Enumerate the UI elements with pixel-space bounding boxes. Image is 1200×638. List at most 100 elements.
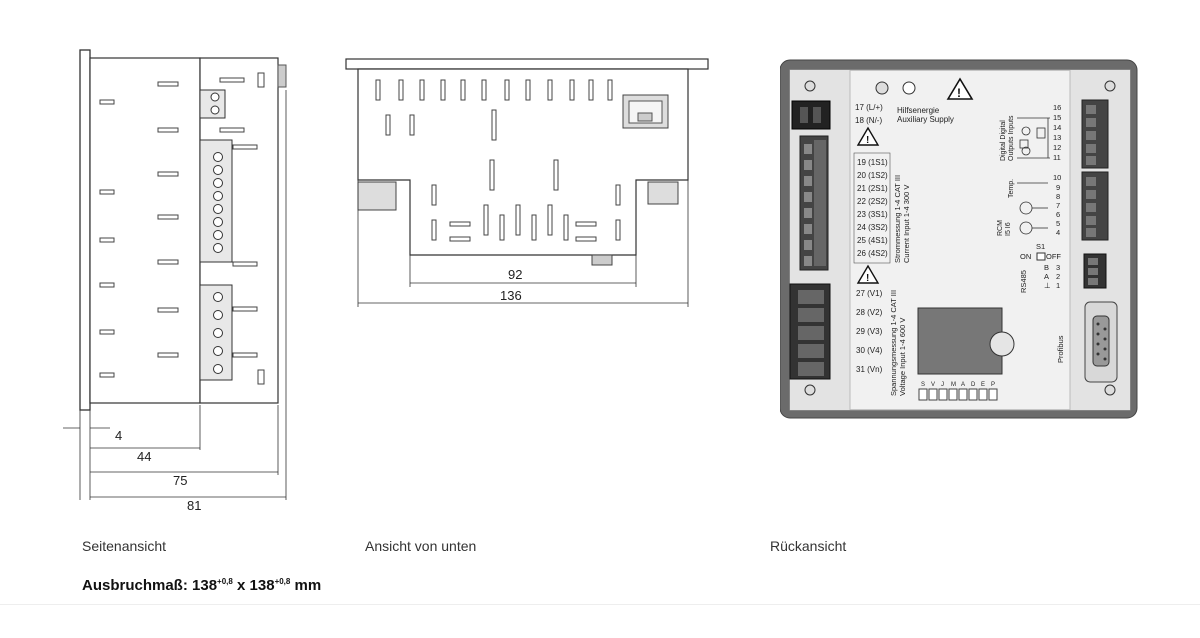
cutout-dimension: Ausbruchmaß: 138+0,8 x 138+0,8 mm — [82, 577, 322, 594]
svg-text:A: A — [961, 382, 965, 388]
dim-92: 92 — [508, 267, 522, 282]
dim-81: 81 — [187, 498, 201, 513]
voltage-input-connector — [789, 283, 831, 380]
digital-label-bottom: Outputs Inputs — [1008, 115, 1015, 161]
current-label-en: Current Input 1-4 300 V — [902, 185, 911, 263]
warning-icon — [946, 77, 974, 100]
rcm-label: RCM — [997, 220, 1004, 236]
rs485-connector — [1083, 253, 1107, 289]
bottom-front-frame — [345, 58, 709, 70]
dip-switch-row: S V J M A D E P — [918, 382, 998, 401]
side-housing — [89, 57, 201, 404]
aux-label-en: Auxiliary Supply — [897, 115, 954, 124]
caption-bottom-view: Ansicht von unten — [365, 538, 477, 554]
s1-switch — [1036, 252, 1046, 261]
svg-text:15: 15 — [1053, 113, 1061, 122]
current-input-connector — [799, 135, 829, 271]
bottom-ethernet-port — [622, 94, 669, 129]
svg-text:4: 4 — [1056, 228, 1060, 237]
svg-text:3: 3 — [1056, 263, 1060, 272]
current-terminal: 21 (2S1) — [857, 184, 888, 193]
svg-text:J: J — [941, 382, 944, 388]
side-view-drawing: 4 44 75 81 — [63, 49, 287, 513]
ground-icon — [902, 81, 916, 95]
profibus-label: Profibus — [1056, 335, 1065, 363]
s1-on-label: ON — [1020, 252, 1031, 261]
aux-supply-connector — [791, 100, 831, 130]
bottom-left-connector — [357, 181, 397, 211]
current-terminal: 24 (3S2) — [857, 223, 888, 232]
current-terminal: 22 (2S2) — [857, 197, 888, 206]
svg-text:P: P — [991, 382, 995, 388]
aux-terminal-18: 18 (N/-) — [855, 116, 882, 125]
back-view-drawing: ! ! ! 17 (L/+) 18 (N/-) Hilfsenergie Aux… — [780, 59, 1138, 419]
svg-text:1: 1 — [1056, 281, 1060, 290]
voltage-label-de: Spannungsmessung 1-4 CAT III — [889, 290, 898, 396]
divider — [0, 604, 1200, 605]
caption-back-view: Rückansicht — [770, 538, 847, 554]
side-terminal-block-1 — [199, 89, 226, 119]
temp-rcm-connector — [1081, 171, 1109, 241]
current-terminal: 23 (3S1) — [857, 210, 888, 219]
svg-text:2: 2 — [1056, 272, 1060, 281]
screw-icon — [875, 81, 889, 95]
voltage-terminal: 29 (V3) — [856, 327, 883, 336]
svg-text:⊥: ⊥ — [1044, 281, 1051, 290]
current-terminal: 20 (1S2) — [857, 171, 888, 180]
warning-icon — [856, 264, 880, 284]
voltage-terminal: 31 (Vn) — [856, 365, 883, 374]
voltage-terminal: 30 (V4) — [856, 346, 883, 355]
svg-text:13: 13 — [1053, 133, 1061, 142]
svg-text:S: S — [921, 382, 925, 388]
rs485-label: RS485 — [1019, 270, 1028, 293]
svg-text:!: ! — [957, 86, 961, 100]
current-terminal: 26 (4S2) — [857, 249, 888, 258]
current-label-de: Strommessung 1-4 CAT III — [893, 175, 902, 263]
svg-text:16: 16 — [1053, 103, 1061, 112]
voltage-terminal: 27 (V1) — [856, 289, 883, 298]
svg-text:A: A — [1044, 272, 1049, 281]
svg-text:M: M — [951, 382, 956, 388]
temp-label: Temp. — [1008, 179, 1015, 198]
svg-text:!: ! — [866, 273, 869, 284]
side-front-bezel — [79, 49, 91, 411]
svg-text:7: 7 — [1056, 201, 1060, 210]
svg-text:8: 8 — [1056, 192, 1060, 201]
svg-text:11: 11 — [1053, 153, 1061, 162]
digital-label-top: Digital Digital — [1000, 120, 1007, 161]
rcm-inputs-label: I5 I6 — [1005, 222, 1012, 236]
current-terminal: 19 (1S1) — [857, 158, 888, 167]
voltage-label-en: Voltage Input 1-4 600 V — [898, 318, 907, 396]
s1-label: S1 — [1036, 242, 1045, 251]
svg-text:12: 12 — [1053, 143, 1061, 152]
bottom-view-drawing: 92 136 — [345, 58, 709, 307]
profibus-connector — [1084, 301, 1118, 383]
battery-holder — [989, 331, 1015, 357]
svg-text:E: E — [981, 382, 985, 388]
bottom-right-connector — [647, 181, 679, 205]
svg-text:5: 5 — [1056, 219, 1060, 228]
dim-4: 4 — [115, 428, 122, 443]
aux-terminal-17: 17 (L/+) — [855, 103, 883, 112]
svg-text:14: 14 — [1053, 123, 1061, 132]
digital-io-connector — [1081, 99, 1109, 169]
temp-rcm-schematic — [1017, 182, 1048, 235]
side-rear-tab — [277, 64, 287, 88]
svg-text:D: D — [971, 382, 976, 388]
bottom-tab — [591, 254, 613, 266]
side-terminal-block-2 — [199, 139, 233, 263]
aux-label-de: Hilfsenergie — [897, 106, 940, 115]
dim-75: 75 — [173, 473, 187, 488]
svg-text:V: V — [931, 382, 935, 388]
back-screws — [804, 80, 1116, 396]
digital-io-schematic — [1017, 117, 1050, 159]
svg-text:!: ! — [866, 135, 869, 146]
svg-text:6: 6 — [1056, 210, 1060, 219]
warning-icon — [856, 126, 880, 146]
svg-text:B: B — [1044, 263, 1049, 272]
caption-side-view: Seitenansicht — [82, 538, 167, 554]
s1-off-label: OFF — [1046, 252, 1061, 261]
svg-text:10: 10 — [1053, 173, 1061, 182]
current-terminal: 25 (4S1) — [857, 236, 888, 245]
dim-136: 136 — [500, 288, 522, 303]
